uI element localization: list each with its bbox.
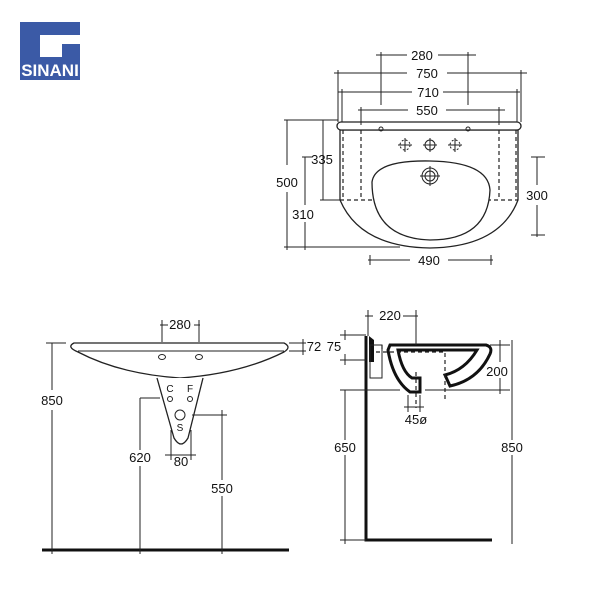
front-dim-80: 80	[174, 454, 188, 469]
drain-label: S	[177, 423, 184, 434]
top-view: 280 750 710 550 500 335 310 300 490	[276, 48, 548, 268]
dim-750: 750	[416, 66, 438, 81]
dim-335: 335	[311, 152, 333, 167]
front-view: C F S 280 72 850 620 80 550	[41, 317, 321, 554]
side-dim-200: 200	[486, 364, 508, 379]
front-dim-550: 550	[211, 481, 233, 496]
side-view: 220 75 200 45ø 650 850	[327, 308, 523, 544]
dim-500: 500	[276, 175, 298, 190]
pedestal	[156, 377, 204, 445]
dim-310: 310	[292, 207, 314, 222]
bowl	[371, 160, 491, 241]
side-dim-650: 650	[334, 440, 356, 455]
dim-300: 300	[526, 188, 548, 203]
front-dim-850: 850	[41, 393, 63, 408]
dim-710: 710	[417, 85, 439, 100]
front-dim-72: 72	[307, 339, 321, 354]
front-dim-620: 620	[129, 450, 151, 465]
dim-490: 490	[418, 253, 440, 268]
cold-label: F	[187, 384, 193, 395]
tap-holes	[398, 138, 462, 152]
side-dim-220: 220	[379, 308, 401, 323]
logo-text: SINANI	[21, 61, 79, 80]
dim-280: 280	[411, 48, 433, 63]
sinani-logo: SINANI	[20, 22, 80, 80]
side-dim-75: 75	[327, 339, 341, 354]
front-dim-280: 280	[169, 317, 191, 332]
dim-550: 550	[416, 103, 438, 118]
side-dim-850: 850	[501, 440, 523, 455]
basin-section	[386, 343, 493, 394]
hot-label: C	[166, 384, 173, 395]
side-dim-45: 45ø	[405, 412, 427, 427]
drain-hole	[420, 166, 440, 186]
